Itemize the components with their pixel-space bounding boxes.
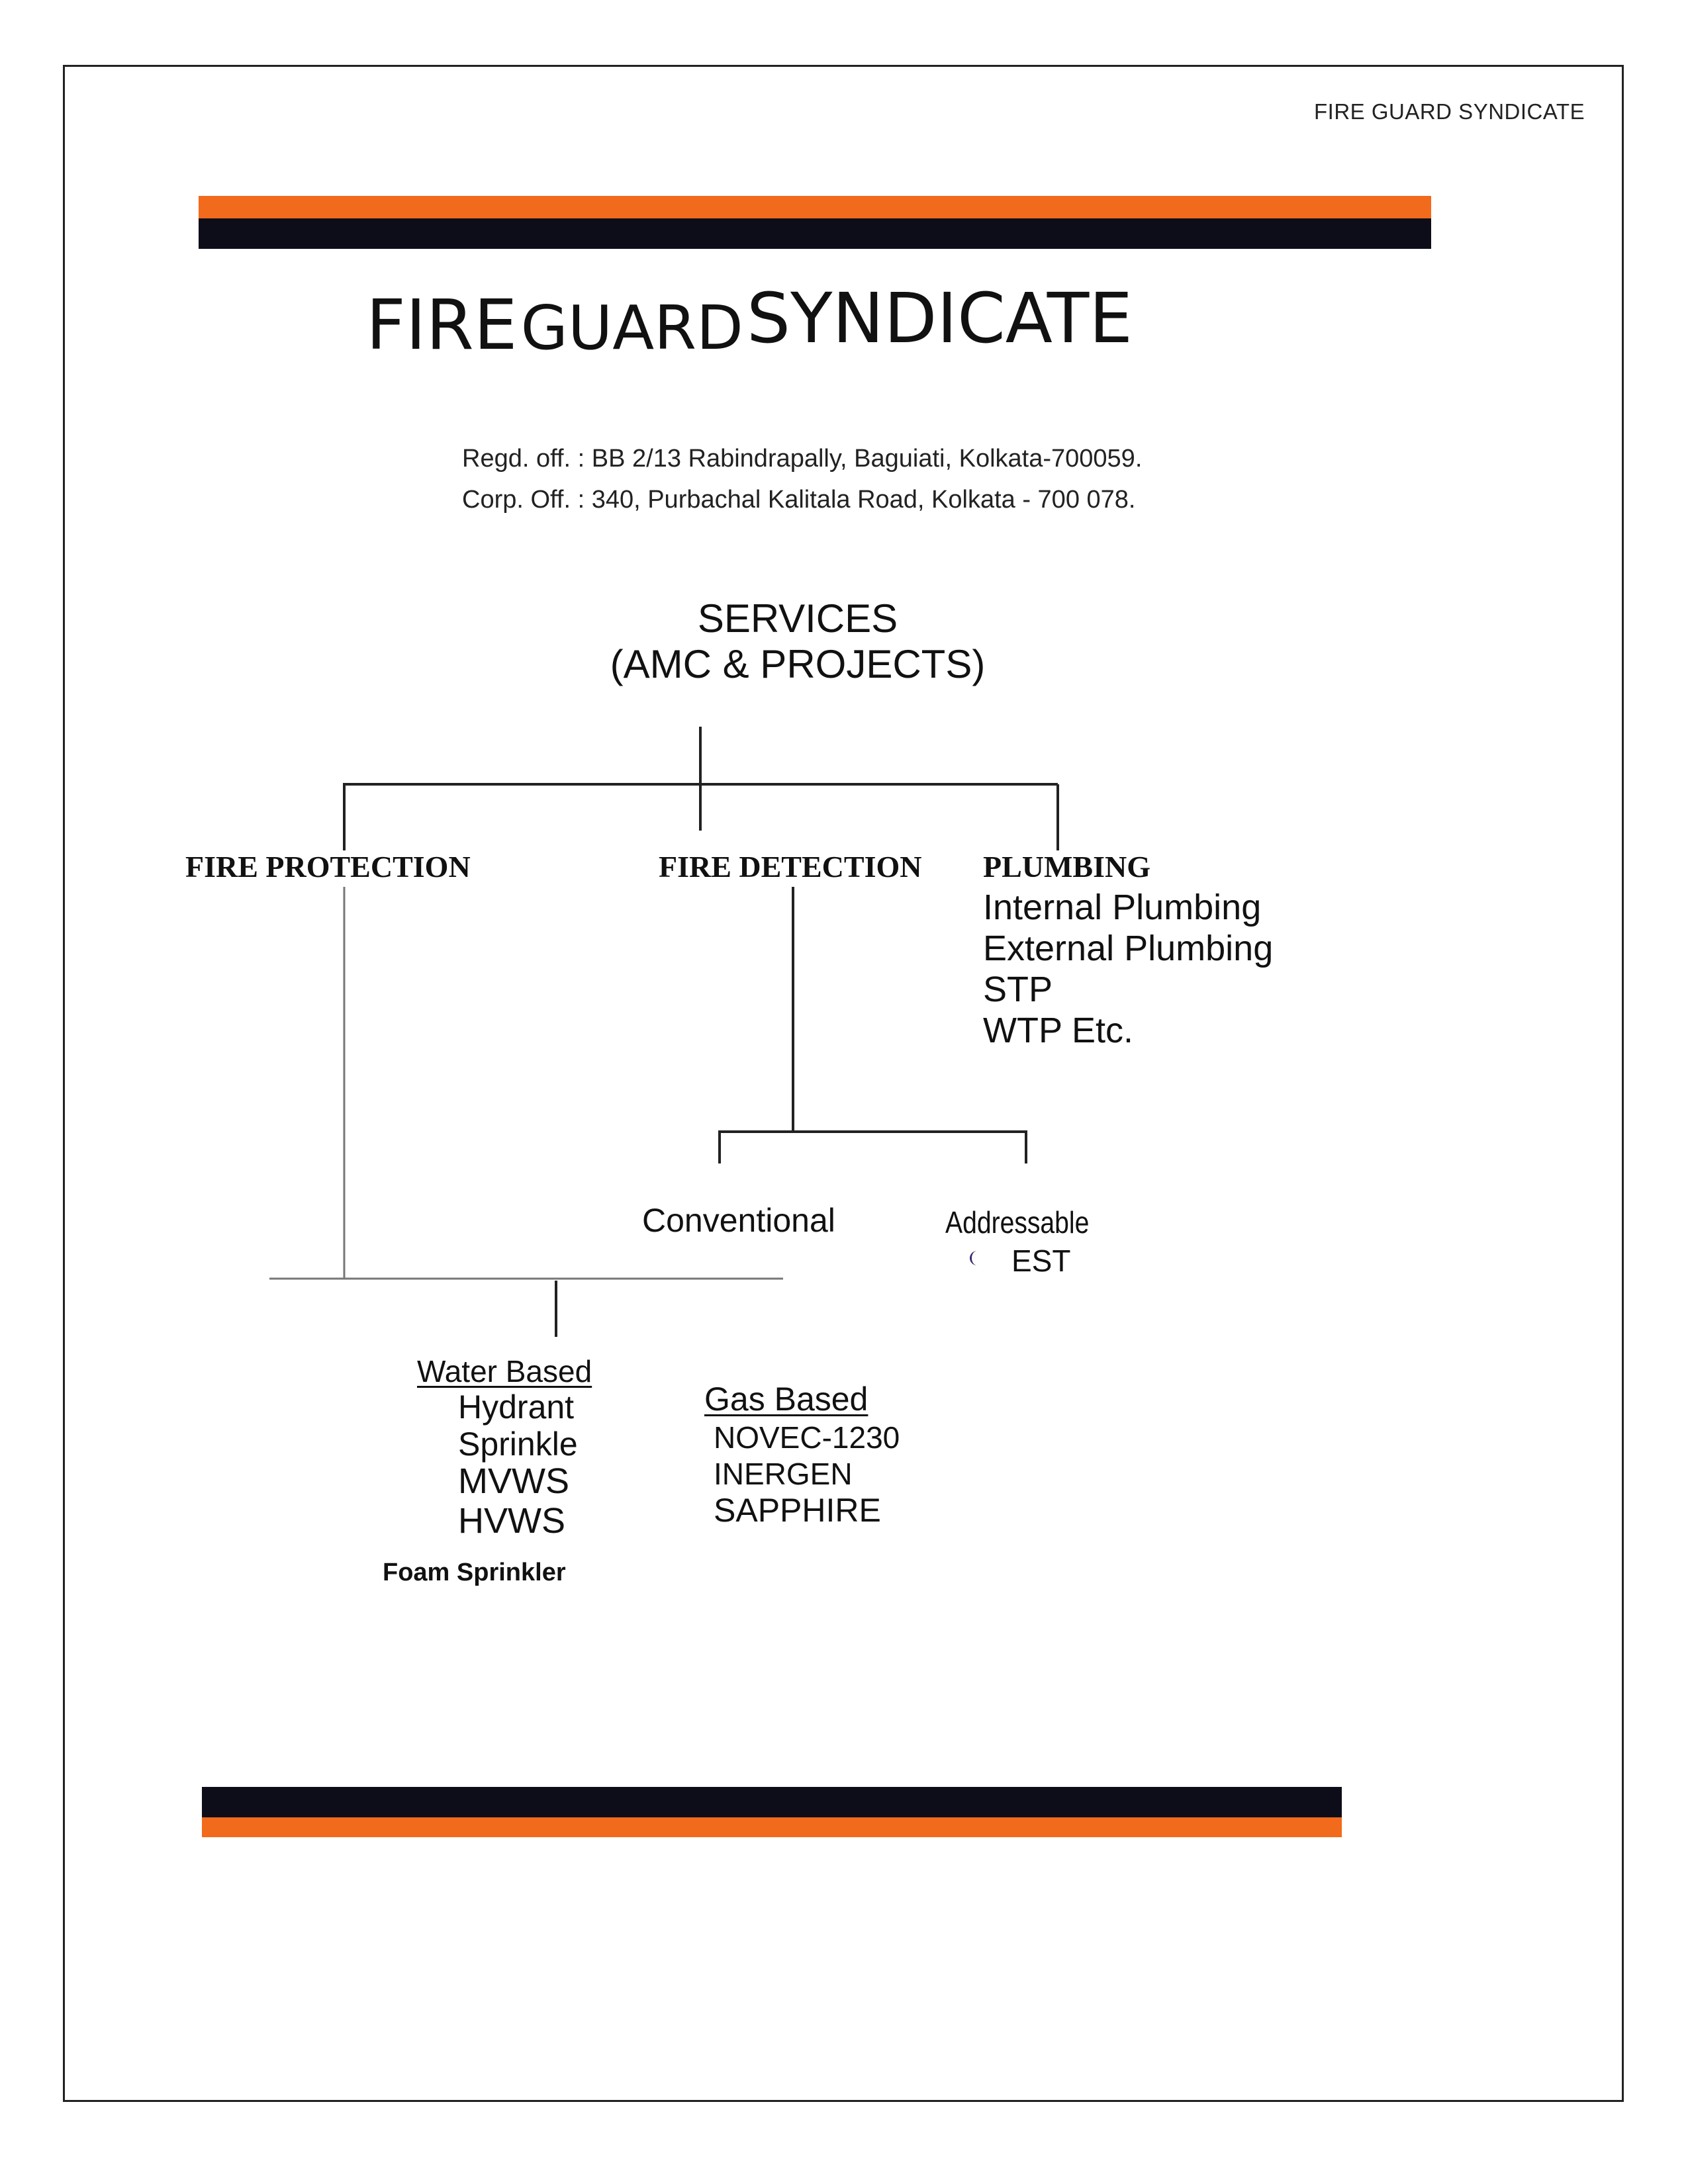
page-border [63,65,1624,2102]
detection-conventional: Conventional [642,1202,835,1239]
regd-office-address: Regd. off. : BB 2/13 Rabindrapally, Bagu… [462,445,1143,473]
branch-fire-protection: FIRE PROTECTION [185,850,471,884]
root-node-subtitle: (AMC & PROJECTS) [610,642,986,686]
top-orange-band [199,196,1431,218]
detection-addressable: Addressable [945,1205,1090,1240]
water-based-heading: Water Based [417,1354,592,1388]
title-word-fire: FIRE [366,285,518,365]
title-word-syndicate: SYNDICATE [747,278,1133,359]
branch-fire-detection: FIRE DETECTION [659,850,922,884]
addressable-item: EST [1011,1244,1071,1278]
branch-plumbing: PLUMBING [983,850,1150,884]
top-dark-band [199,218,1431,249]
company-title: FIRE GUARD SYNDICATE [366,278,1133,365]
plumbing-item: External Plumbing [983,929,1274,968]
gas-based-heading: Gas Based [704,1381,868,1418]
corp-office-address: Corp. Off. : 340, Purbachal Kalitala Roa… [462,486,1136,514]
bullet-icon [970,1251,977,1265]
water-based-item: HVWS [458,1501,565,1541]
title-word-guard: GUARD [520,293,743,363]
water-based-item: MVWS [458,1461,569,1501]
gas-based-item: NOVEC-1230 [714,1420,900,1455]
water-based-item: Sprinkle [458,1426,578,1463]
plumbing-item: Internal Plumbing [983,887,1262,927]
running-header: FIRE GUARD SYNDICATE [1314,99,1585,124]
water-based-extra: Foam Sprinkler [383,1559,566,1586]
plumbing-item: STP [983,970,1053,1009]
root-node: SERVICES (AMC & PROJECTS) [596,596,1000,687]
root-node-title: SERVICES [697,596,898,641]
gas-based-item: SAPPHIRE [714,1492,881,1529]
water-based-item: Hydrant [458,1388,575,1426]
plumbing-item: WTP Etc. [983,1011,1134,1050]
bottom-dark-band [202,1787,1342,1817]
gas-based-item: INERGEN [714,1457,853,1491]
bottom-orange-band [202,1817,1342,1837]
